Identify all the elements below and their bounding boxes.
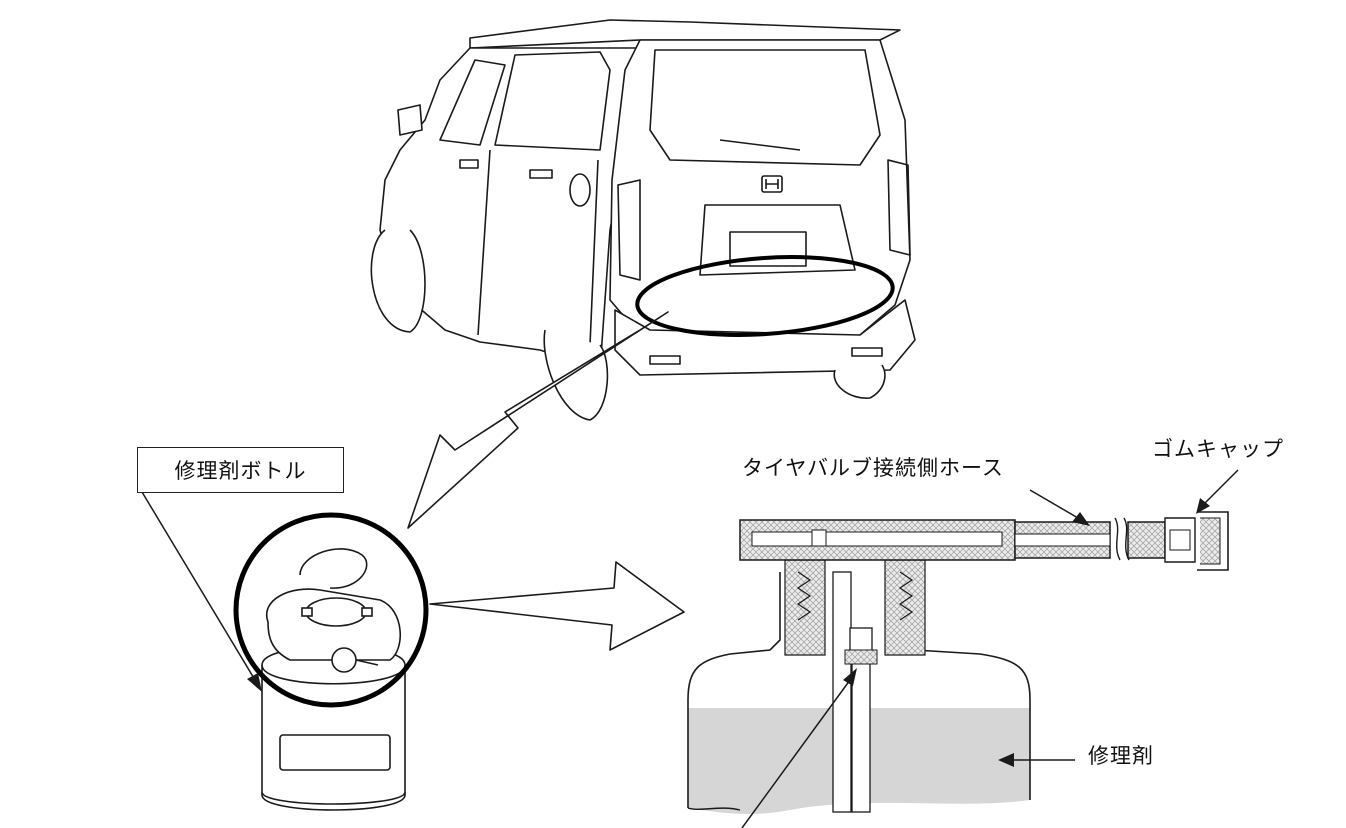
rubber-cap-label: ゴムキャップ [1152,437,1284,461]
cross-section-illustration [687,511,1229,814]
leader-arrowhead-agent [998,753,1014,767]
leader-arrowhead-hose [1072,512,1090,526]
leader-arrowhead-valve [843,668,857,686]
leader-arrowhead-bottle [247,673,262,692]
leader-line-hose [1029,489,1079,519]
hose-label: タイヤバルブ接続側ホース [742,456,1004,480]
arrow-car-to-bottle [407,311,669,529]
leader-line-cap [1201,469,1239,507]
storage-highlight-ellipse [635,255,895,337]
leader-line-valve [741,679,851,828]
bottle-highlight-circle [233,512,429,708]
repair-bottle-illustration [261,548,406,811]
repair-agent-label: 修理剤 [1088,744,1154,768]
leader-line-bottle [141,491,256,681]
bottle-label: 修理剤ボトル [137,447,344,493]
arrow-bottle-to-section [429,561,685,651]
bottle-label-text: 修理剤ボトル [174,459,307,483]
car-illustration [370,19,916,421]
leader-arrowhead-cap [1196,498,1210,514]
